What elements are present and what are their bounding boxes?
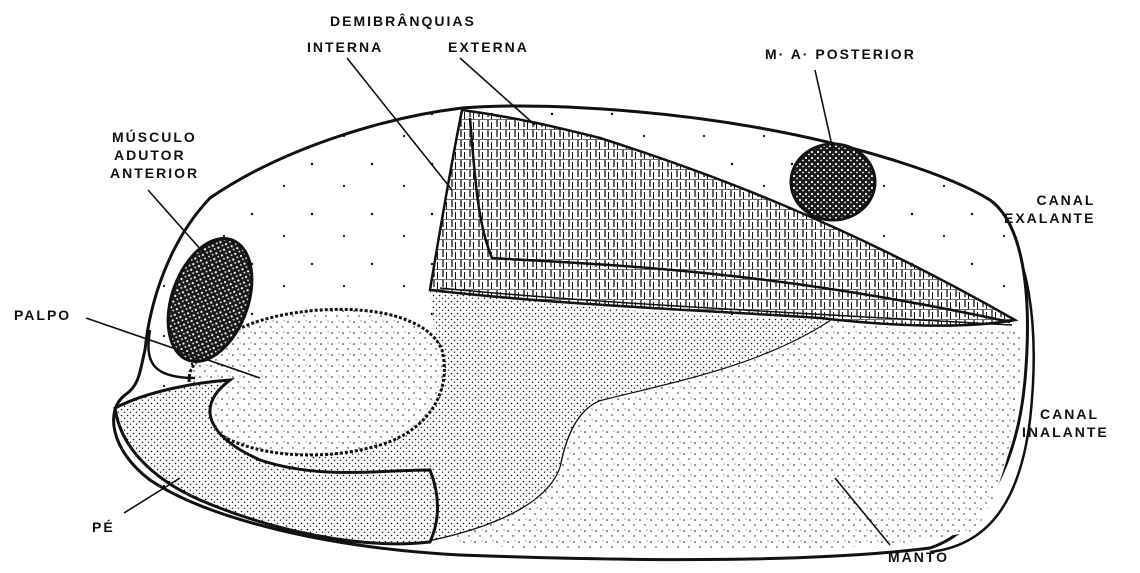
label-canal-inalante: CANAL INALANTE [1022, 405, 1109, 441]
label-canal-inalante-line-2: INALANTE [1022, 423, 1109, 441]
label-musculo-adutor-anterior: MÚSCULO ADUTOR ANTERIOR [112, 128, 199, 182]
label-externa: EXTERNA [448, 38, 529, 56]
label-musculo-line-3: ANTERIOR [110, 164, 199, 182]
ma-posterior-shape [791, 144, 875, 220]
label-canal-inalante-line-1: CANAL [1022, 405, 1109, 423]
label-demibranquias: DEMIBRÂNQUIAS [330, 12, 476, 30]
label-interna: INTERNA [307, 38, 383, 56]
label-canal-exalante-line-1: CANAL [1004, 191, 1095, 209]
label-musculo-line-2: ADUTOR [112, 146, 199, 164]
label-ma-posterior: M· A· POSTERIOR [765, 45, 916, 63]
label-pe: PÉ [92, 518, 115, 536]
label-canal-exalante: CANAL EXALANTE [1004, 191, 1095, 227]
label-palpo: PALPO [14, 306, 71, 324]
label-manto: MANTO [888, 548, 949, 566]
label-musculo-line-1: MÚSCULO [112, 128, 199, 146]
label-canal-exalante-line-2: EXALANTE [1004, 209, 1095, 227]
